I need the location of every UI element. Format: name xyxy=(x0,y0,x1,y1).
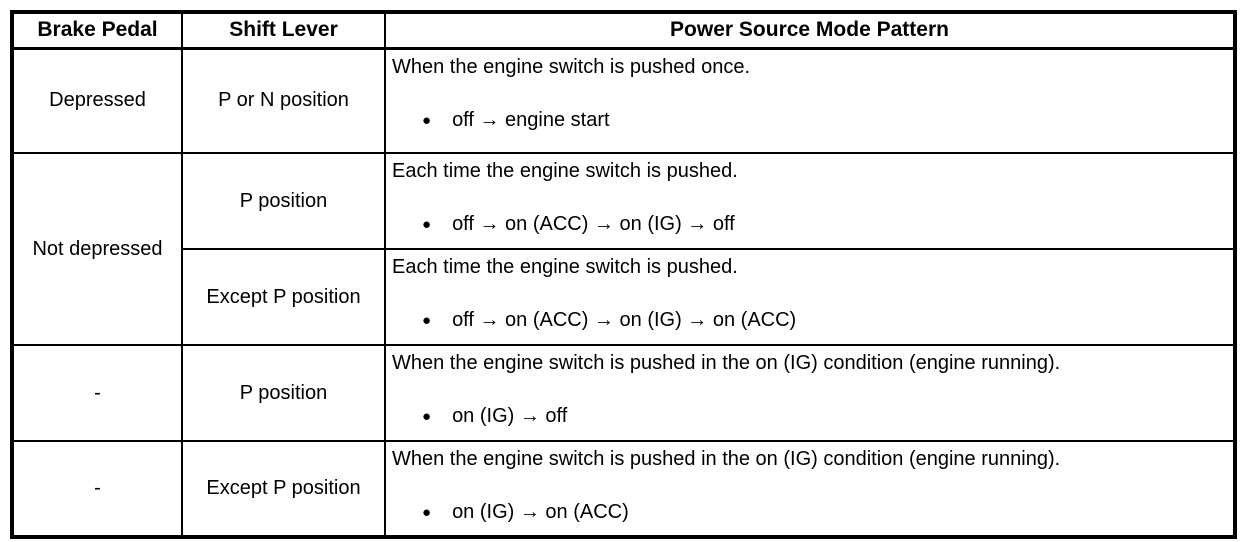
pattern-intro: Each time the engine switch is pushed. xyxy=(392,256,738,278)
bullet-icon: ● xyxy=(422,504,432,521)
pattern-intro: When the engine switch is pushed in the … xyxy=(392,352,1061,374)
shift-lever-cell: P or N position xyxy=(181,47,386,154)
power-source-mode-table: Brake Pedal Shift Lever Power Source Mod… xyxy=(10,10,1237,539)
pattern-bullet-line: ● off → on (ACC) → on (IG) → off xyxy=(392,211,1227,238)
shift-lever-cell: P position xyxy=(181,152,386,250)
shift-lever-cell: P position xyxy=(181,344,386,442)
table-row: Depressed P or N position When the engin… xyxy=(11,47,1236,154)
table-row: Not depressed P position Each time the e… xyxy=(11,152,1236,346)
header-brake-pedal: Brake Pedal xyxy=(11,11,183,50)
header-row: Brake Pedal Shift Lever Power Source Mod… xyxy=(11,11,1236,50)
pattern-bullet-text: on (IG) → off xyxy=(452,405,568,427)
bullet-icon: ● xyxy=(422,408,432,425)
header-power-source-mode-pattern: Power Source Mode Pattern xyxy=(384,11,1236,50)
pattern-bullet-text: on (IG) → on (ACC) xyxy=(452,501,629,523)
pattern-bullet-line: ● off → on (ACC) → on (IG) → on (ACC) xyxy=(392,307,1227,334)
shift-lever-cell: Except P position xyxy=(181,440,386,538)
header-shift-lever: Shift Lever xyxy=(181,11,386,50)
table-row: Except P position Each time the engine s… xyxy=(12,248,1236,346)
pattern-bullet-line: ● on (IG) → on (ACC) xyxy=(392,499,1227,526)
brake-pedal-cell: Not depressed xyxy=(11,152,183,346)
pattern-bullet-text: off → on (ACC) → on (IG) → on (ACC) xyxy=(452,309,797,331)
pattern-intro: Each time the engine switch is pushed. xyxy=(392,160,738,182)
bullet-icon: ● xyxy=(422,216,432,233)
table-row: - P position When the engine switch is p… xyxy=(11,344,1236,442)
table-row: - Except P position When the engine swit… xyxy=(11,440,1236,538)
pattern-intro: When the engine switch is pushed in the … xyxy=(392,448,1061,470)
brake-pedal-cell: - xyxy=(11,440,183,538)
pattern-cell: Each time the engine switch is pushed. ●… xyxy=(384,248,1236,346)
pattern-bullet-text: off → engine start xyxy=(452,108,610,131)
brake-pedal-cell: - xyxy=(11,344,183,442)
pattern-cell: When the engine switch is pushed once. ●… xyxy=(384,47,1236,154)
pattern-bullet-line: ● on (IG) → off xyxy=(392,403,1227,430)
bullet-icon: ● xyxy=(422,111,432,129)
pattern-cell: When the engine switch is pushed in the … xyxy=(384,440,1236,538)
pattern-cell: When the engine switch is pushed in the … xyxy=(384,344,1236,442)
brake-pedal-cell: Depressed xyxy=(11,47,183,154)
pattern-cell: Each time the engine switch is pushed. ●… xyxy=(384,152,1236,250)
bullet-icon: ● xyxy=(422,312,432,329)
pattern-bullet-text: off → on (ACC) → on (IG) → off xyxy=(452,213,735,235)
pattern-bullet-line: ● off → engine start xyxy=(392,107,1227,134)
shift-lever-cell: Except P position xyxy=(181,248,386,346)
pattern-intro: When the engine switch is pushed once. xyxy=(392,55,750,78)
